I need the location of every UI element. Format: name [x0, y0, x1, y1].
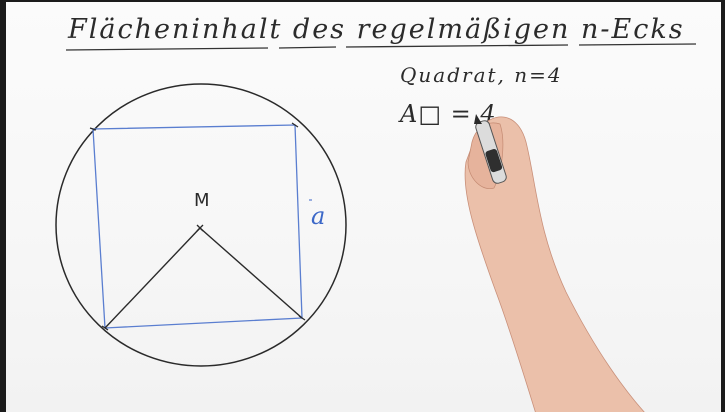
radius-left [104, 227, 201, 329]
underline-word-4 [578, 43, 697, 46]
arm [464, 116, 645, 412]
center-triangle [104, 227, 303, 329]
radius-right [199, 227, 303, 319]
side-label-a: a [311, 202, 326, 230]
shape-subtitle: Quadrat, n=4 [400, 63, 563, 87]
marker-cap-band [485, 149, 503, 173]
marker-tip [474, 114, 482, 124]
center-label-m: M [194, 190, 210, 211]
underline-word-1 [65, 47, 269, 51]
hand-with-marker [464, 114, 645, 412]
vertex-marks [89, 122, 306, 331]
underline-word-2 [278, 46, 337, 49]
title-underlines [65, 43, 697, 51]
geometry-drawing [55, 43, 697, 412]
underline-word-3 [345, 44, 569, 48]
board-title: Flächeninhalt des regelmäßigen n-Ecks [68, 14, 685, 45]
center-point [196, 224, 204, 232]
whiteboard: Flächeninhalt des regelmäßigen n-Ecks Qu… [6, 2, 721, 412]
circumcircle [55, 83, 347, 367]
inscribed-square [92, 124, 303, 329]
